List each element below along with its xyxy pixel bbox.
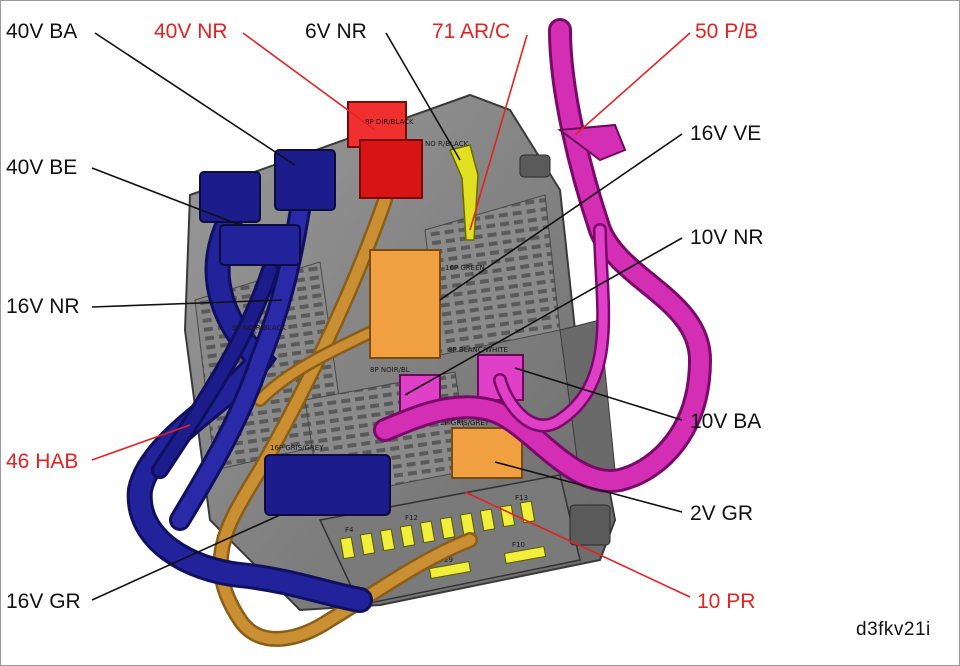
label-16v-nr: 16V NR (6, 295, 80, 318)
svg-text:2P GRIS/GREY: 2P GRIS/GREY (440, 419, 490, 427)
label-50-p-b: 50 P/B (695, 20, 759, 43)
reference-code: d3fkv21i (856, 619, 931, 640)
leader-10v-ba (514, 367, 683, 421)
fuse-rail-markings: F4 F12 F13 F29 F10 (345, 494, 528, 564)
mounting-tab-bottom (569, 504, 611, 546)
svg-text:F12: F12 (405, 514, 418, 522)
connector-16v-ve (369, 249, 441, 359)
connector-16v-nr (219, 224, 301, 266)
label-10v-nr: 10V NR (690, 226, 764, 249)
label-16v-gr: 16V GR (6, 590, 81, 613)
leader-71-ar-c (469, 34, 528, 231)
svg-text:16P GRIS/GREY: 16P GRIS/GREY (270, 444, 324, 452)
leader-16v-nr (91, 299, 283, 308)
leader-50-p-b (574, 32, 691, 136)
leader-2v-gr (494, 461, 683, 513)
label-10v-ba: 10V BA (690, 410, 762, 433)
svg-text:F4: F4 (345, 526, 354, 534)
svg-text:NO R/BLACK: NO R/BLACK (425, 140, 469, 148)
label-40v-nr: 40V NR (154, 20, 228, 43)
harness-magenta (373, 18, 713, 493)
label-40v-ba: 40V BA (6, 20, 78, 43)
label-40v-be: 40V BE (6, 156, 78, 179)
leader-40v-be (91, 167, 241, 226)
svg-text:8P DIR/BLACK: 8P DIR/BLACK (365, 118, 414, 126)
svg-text:8P BLANC/WHITE: 8P BLANC/WHITE (448, 346, 508, 354)
connector-71-ar-c (448, 144, 479, 241)
leader-6v-nr (385, 32, 461, 161)
label-46-hab: 46 HAB (6, 450, 79, 473)
mounting-tab-top (519, 154, 551, 178)
connector-16v-gr (264, 454, 391, 516)
svg-text:F13: F13 (515, 494, 528, 502)
leader-10-pr (464, 491, 691, 598)
svg-text:8P NOIR/BL: 8P NOIR/BL (370, 366, 410, 374)
label-10-pr: 10 PR (697, 590, 756, 613)
svg-text:F10: F10 (512, 541, 525, 549)
connector-40v-nr (359, 139, 423, 199)
label-16v-ve: 16V VE (690, 122, 762, 145)
label-6v-nr: 6V NR (305, 20, 367, 43)
leader-40v-ba (94, 32, 296, 166)
label-2v-gr: 2V GR (690, 502, 754, 525)
leader-16v-ve (439, 133, 683, 301)
leader-10v-nr (404, 237, 683, 396)
svg-text:16P GREEN: 16P GREEN (445, 264, 485, 272)
svg-text:F29: F29 (440, 556, 453, 564)
leader-16v-gr (91, 514, 281, 601)
svg-text:9P NOIR/BLACK: 9P NOIR/BLACK (232, 324, 286, 332)
leader-46-hab (91, 424, 191, 461)
connector-40v-ba (274, 149, 336, 211)
leader-40v-nr (242, 32, 376, 131)
connector-2v-gr (451, 427, 523, 479)
label-71-ar-c: 71 AR/C (432, 20, 511, 43)
fuse-row (339, 500, 547, 579)
